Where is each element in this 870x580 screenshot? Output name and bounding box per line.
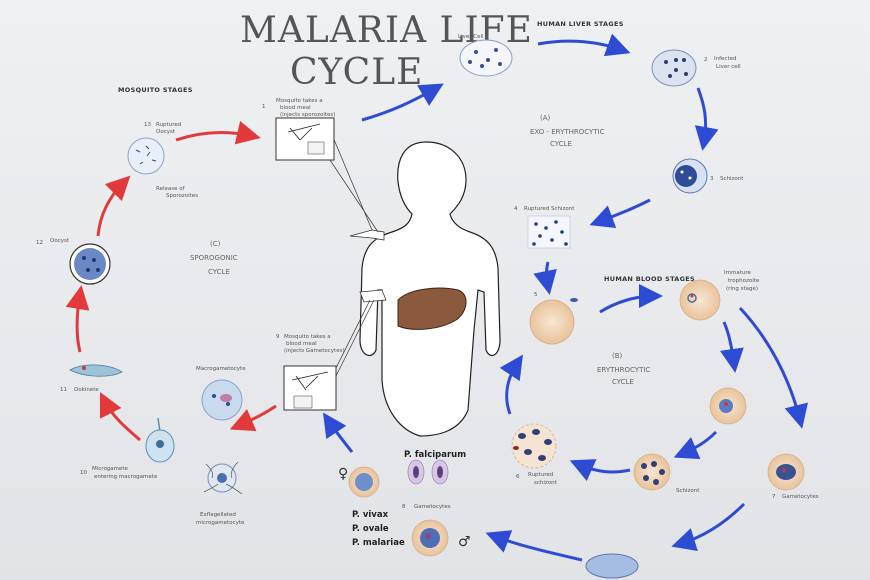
stage-11-label: Ookinete xyxy=(74,387,99,393)
stage-7-label: Gametocytes xyxy=(782,494,819,500)
species-malariae: P. malariae xyxy=(352,538,405,548)
cycle-b-name: ERYTHROCYTIC xyxy=(597,366,651,374)
human-stage-arrows xyxy=(323,33,808,562)
macrogametocyte-icon xyxy=(201,379,243,421)
stage-9-label: Mosquito takes a xyxy=(284,334,331,340)
ruptured-oocyst-icon xyxy=(127,137,165,175)
merozoite-rbc-icon xyxy=(529,298,578,345)
stage-3-label: Schizont xyxy=(720,176,744,182)
female-gametocyte-icon xyxy=(348,466,380,498)
ruptured-schizont-icon xyxy=(527,215,571,249)
stage-1-label-line2: blood meal xyxy=(280,105,311,111)
cycle-a-sub: CYCLE xyxy=(550,140,572,148)
stage-1-label: Mosquito takes a xyxy=(276,98,323,104)
stage-10-label: Microgamete xyxy=(92,466,128,472)
gametocyte-rbc-icon xyxy=(767,453,805,491)
stage-12-label: Oocyst xyxy=(50,238,69,244)
stage-4-label: Ruptured Schizont xyxy=(524,206,575,212)
stage-9-label-line3: (injects Gametocytes) xyxy=(284,348,345,354)
ring-stage-rbc-icon xyxy=(679,279,721,321)
stage-2-label-line2: Liver cell xyxy=(716,64,741,70)
trophozoite-rbc-icon xyxy=(709,387,747,425)
gametocyte-bottom-icon xyxy=(585,553,639,579)
immature-label-line3: (ring stage) xyxy=(726,286,759,292)
stage-12-number: 12 xyxy=(36,240,43,246)
ookinete-icon xyxy=(69,364,123,377)
blood-stages-header: HUMAN BLOOD STAGES xyxy=(604,275,695,283)
female-symbol: ♀ xyxy=(338,466,349,482)
stage-3-number: 3 xyxy=(710,176,714,182)
stage-2-number: 2 xyxy=(704,57,708,63)
stage-1-label-line3: (injects sporozoites) xyxy=(280,112,336,118)
stage-6-label-line2: schizont xyxy=(534,480,557,486)
stage-10-label-line2: entering macrogamete xyxy=(94,474,158,480)
species-ovale: P. ovale xyxy=(352,524,389,534)
stage-9-label-line2: blood meal xyxy=(286,341,317,347)
schizont-blood-label: Schizont xyxy=(676,488,700,494)
microgamete-entering-icon xyxy=(145,417,175,463)
mosquito-bite-box-top xyxy=(275,117,335,161)
oocyst-icon xyxy=(69,243,111,285)
liver-stages-header: HUMAN LIVER STAGES xyxy=(537,20,624,28)
body-outline xyxy=(359,141,501,437)
species-vivax: P. vivax xyxy=(352,510,389,520)
falciparum-gametocyte-icons xyxy=(407,459,449,485)
liver-schizont-icon xyxy=(672,158,708,194)
title-line2: CYCLE xyxy=(290,52,424,93)
stage-11-number: 11 xyxy=(60,387,67,393)
stage-13-number: 13 xyxy=(144,122,151,128)
title-line1: MALARIA LIFE xyxy=(240,10,533,51)
cycle-a-name: EXO - ERYTHROCYTIC xyxy=(530,128,605,136)
cycle-c-sub: CYCLE xyxy=(208,268,230,276)
stage-10-number: 10 xyxy=(80,470,87,476)
stage-9-number: 9 xyxy=(276,334,280,340)
stage-5-number: 5 xyxy=(534,292,538,298)
mosquito-stages-header: MOSQUITO STAGES xyxy=(118,86,193,94)
liver-organ-icon xyxy=(397,287,467,330)
cycle-a-letter: (A) xyxy=(540,114,551,122)
stage-6-number: 6 xyxy=(516,474,520,480)
stage-8-label: Gametocytes xyxy=(414,504,451,510)
mosquito-bite-box-bottom xyxy=(283,365,337,411)
stage-13-label-line2: Oocyst xyxy=(156,129,175,135)
exflagellated-label: Exflagellated xyxy=(200,512,236,518)
exflagellated-label-line2: microgametocyte xyxy=(196,520,245,526)
human-body xyxy=(349,141,501,437)
stage-1-number: 1 xyxy=(262,104,266,110)
cycle-c-name: SPOROGONIC xyxy=(190,254,238,262)
stage-13-label: Ruptured xyxy=(156,122,182,128)
cycle-c-letter: (C) xyxy=(210,240,221,248)
male-symbol: ♂ xyxy=(458,534,471,550)
blood-schizont-icon xyxy=(633,453,671,491)
male-gametocyte-icon xyxy=(411,519,449,557)
liver-cell-label: Liver Cell xyxy=(458,34,484,40)
cycle-b-sub: CYCLE xyxy=(612,378,634,386)
arm-tab-lower xyxy=(359,289,387,303)
falciparum-label: P. falciparum xyxy=(404,450,467,460)
stage-6-label: Ruptured xyxy=(528,472,554,478)
release-label-line2: Sporozoites xyxy=(166,193,199,199)
immature-label: Immature xyxy=(724,270,751,276)
infected-liver-cell-icon xyxy=(651,49,697,87)
stage-8-number: 8 xyxy=(402,504,406,510)
stage-4-number: 4 xyxy=(514,206,518,212)
immature-label-line2: trophozoite xyxy=(728,278,760,284)
stage-7-number: 7 xyxy=(772,494,776,500)
exflagellated-microgametocyte-icon xyxy=(203,461,243,495)
macrogametocyte-label: Macrogametocyte xyxy=(196,366,246,372)
ruptured-blood-schizont-icon xyxy=(511,423,557,469)
arm-tab-upper xyxy=(349,229,385,241)
stage-2-label: Infected xyxy=(714,56,737,62)
cycle-b-letter: (B) xyxy=(612,352,623,360)
release-label: Release of xyxy=(156,186,185,192)
sporogonic-arrows xyxy=(65,120,277,442)
